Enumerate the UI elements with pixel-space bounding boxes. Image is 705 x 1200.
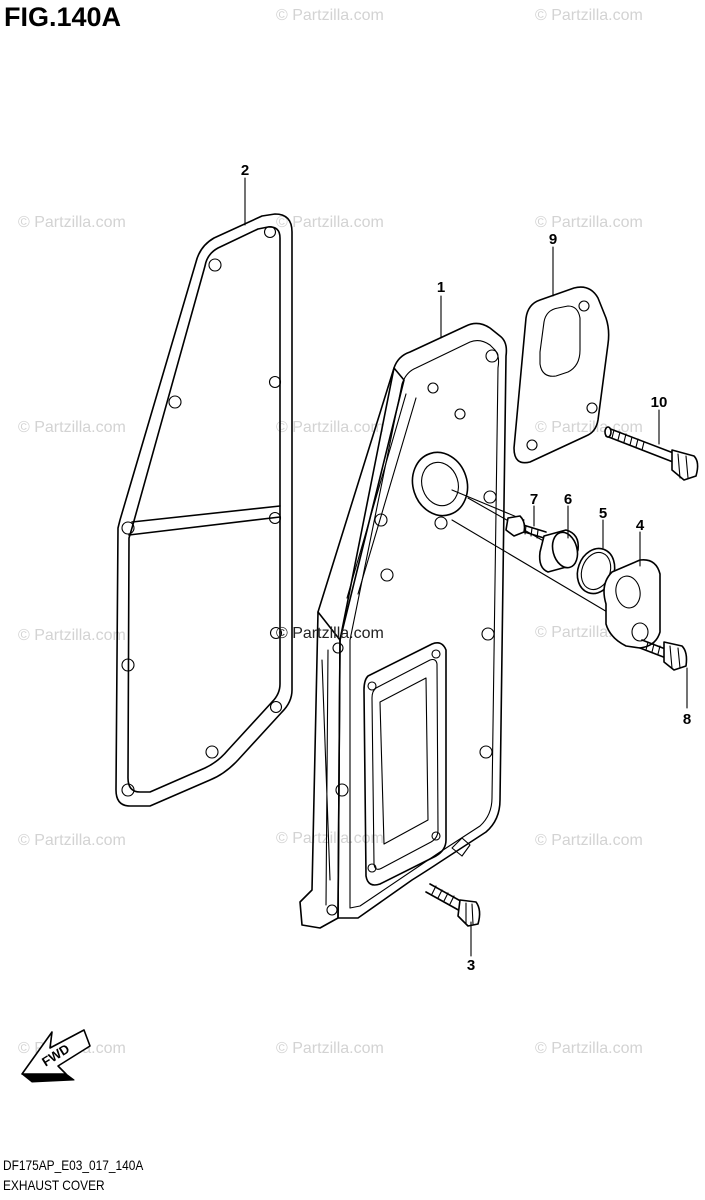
figure-title: FIG.140A — [4, 2, 122, 32]
callout-7: 7 — [530, 491, 538, 508]
callouts: 1 2 3 4 5 6 7 8 9 10 — [241, 162, 691, 974]
watermark: © Partzilla.com — [276, 830, 384, 847]
watermark: © Partzilla.com — [18, 832, 126, 849]
gasket-part — [115, 213, 293, 807]
callout-4: 4 — [636, 517, 645, 534]
assembly-lines — [451, 489, 615, 917]
watermark: © Partzilla.com — [18, 419, 126, 436]
watermark: © Partzilla.com — [18, 627, 126, 644]
watermark: © Partzilla.com — [535, 1040, 643, 1057]
lower-bolt-part — [425, 883, 481, 927]
watermark-dark: © Partzilla.com — [276, 625, 384, 642]
callout-8: 8 — [683, 711, 691, 728]
small-bolt-part — [505, 515, 547, 539]
watermark: © Partzilla.com — [535, 7, 643, 24]
callout-5: 5 — [599, 505, 607, 522]
watermark: © Partzilla.com — [276, 214, 384, 231]
figure-code: DF175AP_E03_017_140A — [3, 1157, 144, 1173]
callout-6: 6 — [564, 491, 572, 508]
exhaust-cover-part — [299, 322, 508, 929]
watermark: © Partzilla.com — [18, 214, 126, 231]
figure-subtitle: EXHAUST COVER — [3, 1177, 105, 1193]
callout-9: 9 — [549, 231, 557, 248]
callout-2: 2 — [241, 162, 249, 179]
watermark: © Partzilla.com — [276, 419, 384, 436]
callout-1: 1 — [437, 279, 445, 296]
callout-10: 10 — [651, 394, 668, 411]
watermarks: © Partzilla.com © Partzilla.com © Partzi… — [18, 7, 643, 1057]
gasket-bolt-holes — [121, 225, 283, 797]
watermark: © Partzilla.com — [535, 214, 643, 231]
cover-plate-part — [513, 286, 610, 464]
long-bolt-part — [604, 426, 699, 481]
flange-cap-part — [603, 558, 661, 649]
center-watermark: © Partzilla.com — [276, 625, 384, 642]
leader-lines — [244, 177, 688, 957]
flange-bolt-part — [639, 639, 688, 671]
watermark: © Partzilla.com — [276, 1040, 384, 1057]
watermark: © Partzilla.com — [276, 7, 384, 24]
callout-3: 3 — [467, 957, 475, 974]
watermark: © Partzilla.com — [535, 419, 643, 436]
watermark: © Partzilla.com — [535, 832, 643, 849]
spacer-part — [538, 529, 580, 573]
